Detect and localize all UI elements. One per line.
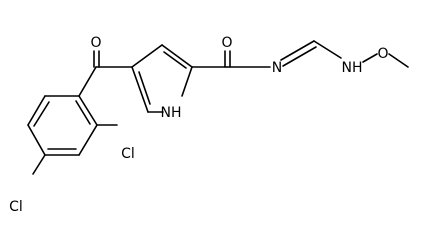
atom-label-n-imine: N <box>272 60 282 76</box>
bond <box>161 44 193 68</box>
bond <box>27 124 46 156</box>
bond <box>313 40 342 59</box>
bonds <box>27 40 409 175</box>
bond <box>362 53 378 63</box>
structure-drawing: O O N NH NH O Cl Cl <box>9 35 409 215</box>
bond <box>32 154 46 175</box>
bond <box>27 95 46 126</box>
atom-label-cl-2: Cl <box>121 146 135 162</box>
molecule-svg: O O N NH NH O Cl Cl <box>9 35 409 215</box>
bond <box>78 66 97 97</box>
bond <box>33 101 50 127</box>
atom-label-nh-pyrrole: NH <box>161 105 182 121</box>
atom-label-o-amide: O <box>221 35 232 51</box>
atom-label-nh-methoxyamine: NH <box>342 60 363 76</box>
bond <box>282 46 317 67</box>
bond <box>280 40 315 61</box>
bond <box>388 53 409 68</box>
bond <box>131 66 149 113</box>
atom-label-o-methoxy: O <box>377 46 388 62</box>
bond <box>181 66 193 97</box>
bond <box>131 44 163 68</box>
bond <box>75 100 91 125</box>
bond <box>163 51 187 69</box>
bond <box>78 95 98 126</box>
atom-labels: O O N NH NH O Cl Cl <box>9 35 388 215</box>
atom-label-o-ketone: O <box>90 35 101 51</box>
bond <box>138 71 151 105</box>
atom-label-cl-4: Cl <box>9 199 23 215</box>
bond <box>78 124 98 156</box>
